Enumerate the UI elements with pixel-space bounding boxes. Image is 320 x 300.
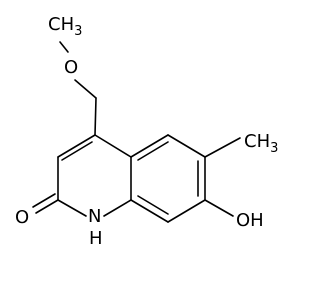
bond-n-c8a <box>103 199 132 217</box>
bond-c4-c3 <box>57 134 96 158</box>
bond-c7-c8 <box>167 199 206 223</box>
methyl-ch3-label: CH3 <box>244 131 278 156</box>
carbonyl-oxygen-label: O <box>15 207 29 228</box>
bond-c2-n <box>57 199 87 217</box>
methoxy-oxygen-label: O <box>64 57 78 78</box>
bond-c2-o <box>35 199 59 214</box>
bond-c5-c6 <box>167 134 206 158</box>
bond-o-ch2 <box>74 79 97 99</box>
bond-c7-oh <box>204 199 234 217</box>
bond-c8-c8a <box>130 199 169 223</box>
hydroxyl-label: OH <box>236 210 264 231</box>
bond-c2-o-double <box>32 193 56 208</box>
bond-c6-ch3 <box>204 137 241 158</box>
bonds <box>32 41 241 223</box>
methoxy-ch3-label: CH3 <box>48 14 82 39</box>
bond-c8-c8a-double <box>137 195 169 215</box>
bond-ch2-c4 <box>94 97 97 136</box>
bond-methoxy-ch3-o <box>59 41 69 53</box>
bond-c4a-c4 <box>94 134 132 158</box>
bond-c4-c3-double <box>61 141 93 161</box>
bond-c4a-c5 <box>130 134 169 158</box>
bond-c4a-c5-double <box>137 141 169 161</box>
